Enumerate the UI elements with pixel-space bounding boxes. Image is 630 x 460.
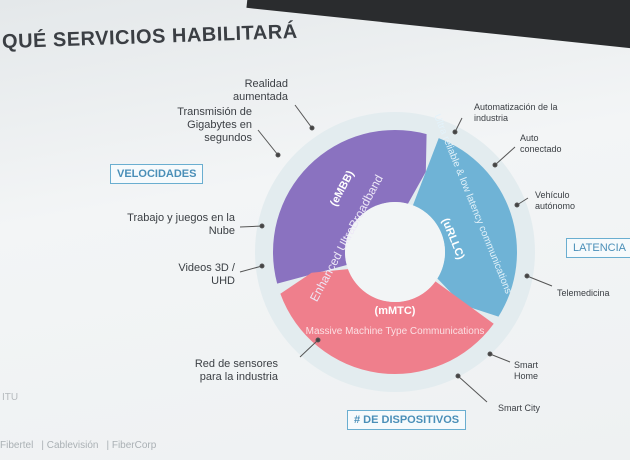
center-hole [345, 202, 445, 302]
brand-fibercorp: FiberCorp [111, 440, 157, 451]
label-nube: Trabajo y juegos en la Nube [127, 212, 235, 237]
label-auto-conectado: Auto conectado [520, 133, 562, 154]
badge-velocidades: VELOCIDADES [110, 164, 204, 184]
connectors [239, 104, 553, 403]
segment-urllc [412, 138, 517, 317]
label-automatizacion: Automatización de la industria [474, 102, 558, 123]
label-gigabytes: Transmisión de Gigabytes en segundos [177, 106, 252, 144]
label-vehiculo: Vehículo autónomo [535, 190, 576, 211]
footer-brands: Fibertel| Cablevisión| FiberCorp [0, 440, 157, 451]
mmtc-abbr: (mMTC) [375, 305, 416, 317]
brand-fibertel: Fibertel [0, 440, 34, 451]
brand-cablevision: Cablevisión [46, 440, 99, 451]
label-smart-city: Smart City [498, 403, 541, 413]
label-telemedicina: Telemedicina [557, 288, 610, 298]
label-sensores: Red de sensores para la industria [194, 358, 278, 383]
segment-embb [273, 129, 427, 284]
badge-latencia: LATENCIA [566, 238, 630, 258]
source-note: ITU [2, 392, 19, 403]
segment-mmtc [280, 269, 494, 374]
label-smart-home: Smart Home [514, 360, 539, 381]
badge-dispositivos: # DE DISPOSITIVOS [347, 410, 467, 430]
mmtc-name: Massive Machine Type Communications [306, 326, 485, 337]
label-realidad-aumentada: Realidad aumentada [232, 78, 288, 103]
label-videos: Videos 3D / UHD [178, 262, 235, 287]
